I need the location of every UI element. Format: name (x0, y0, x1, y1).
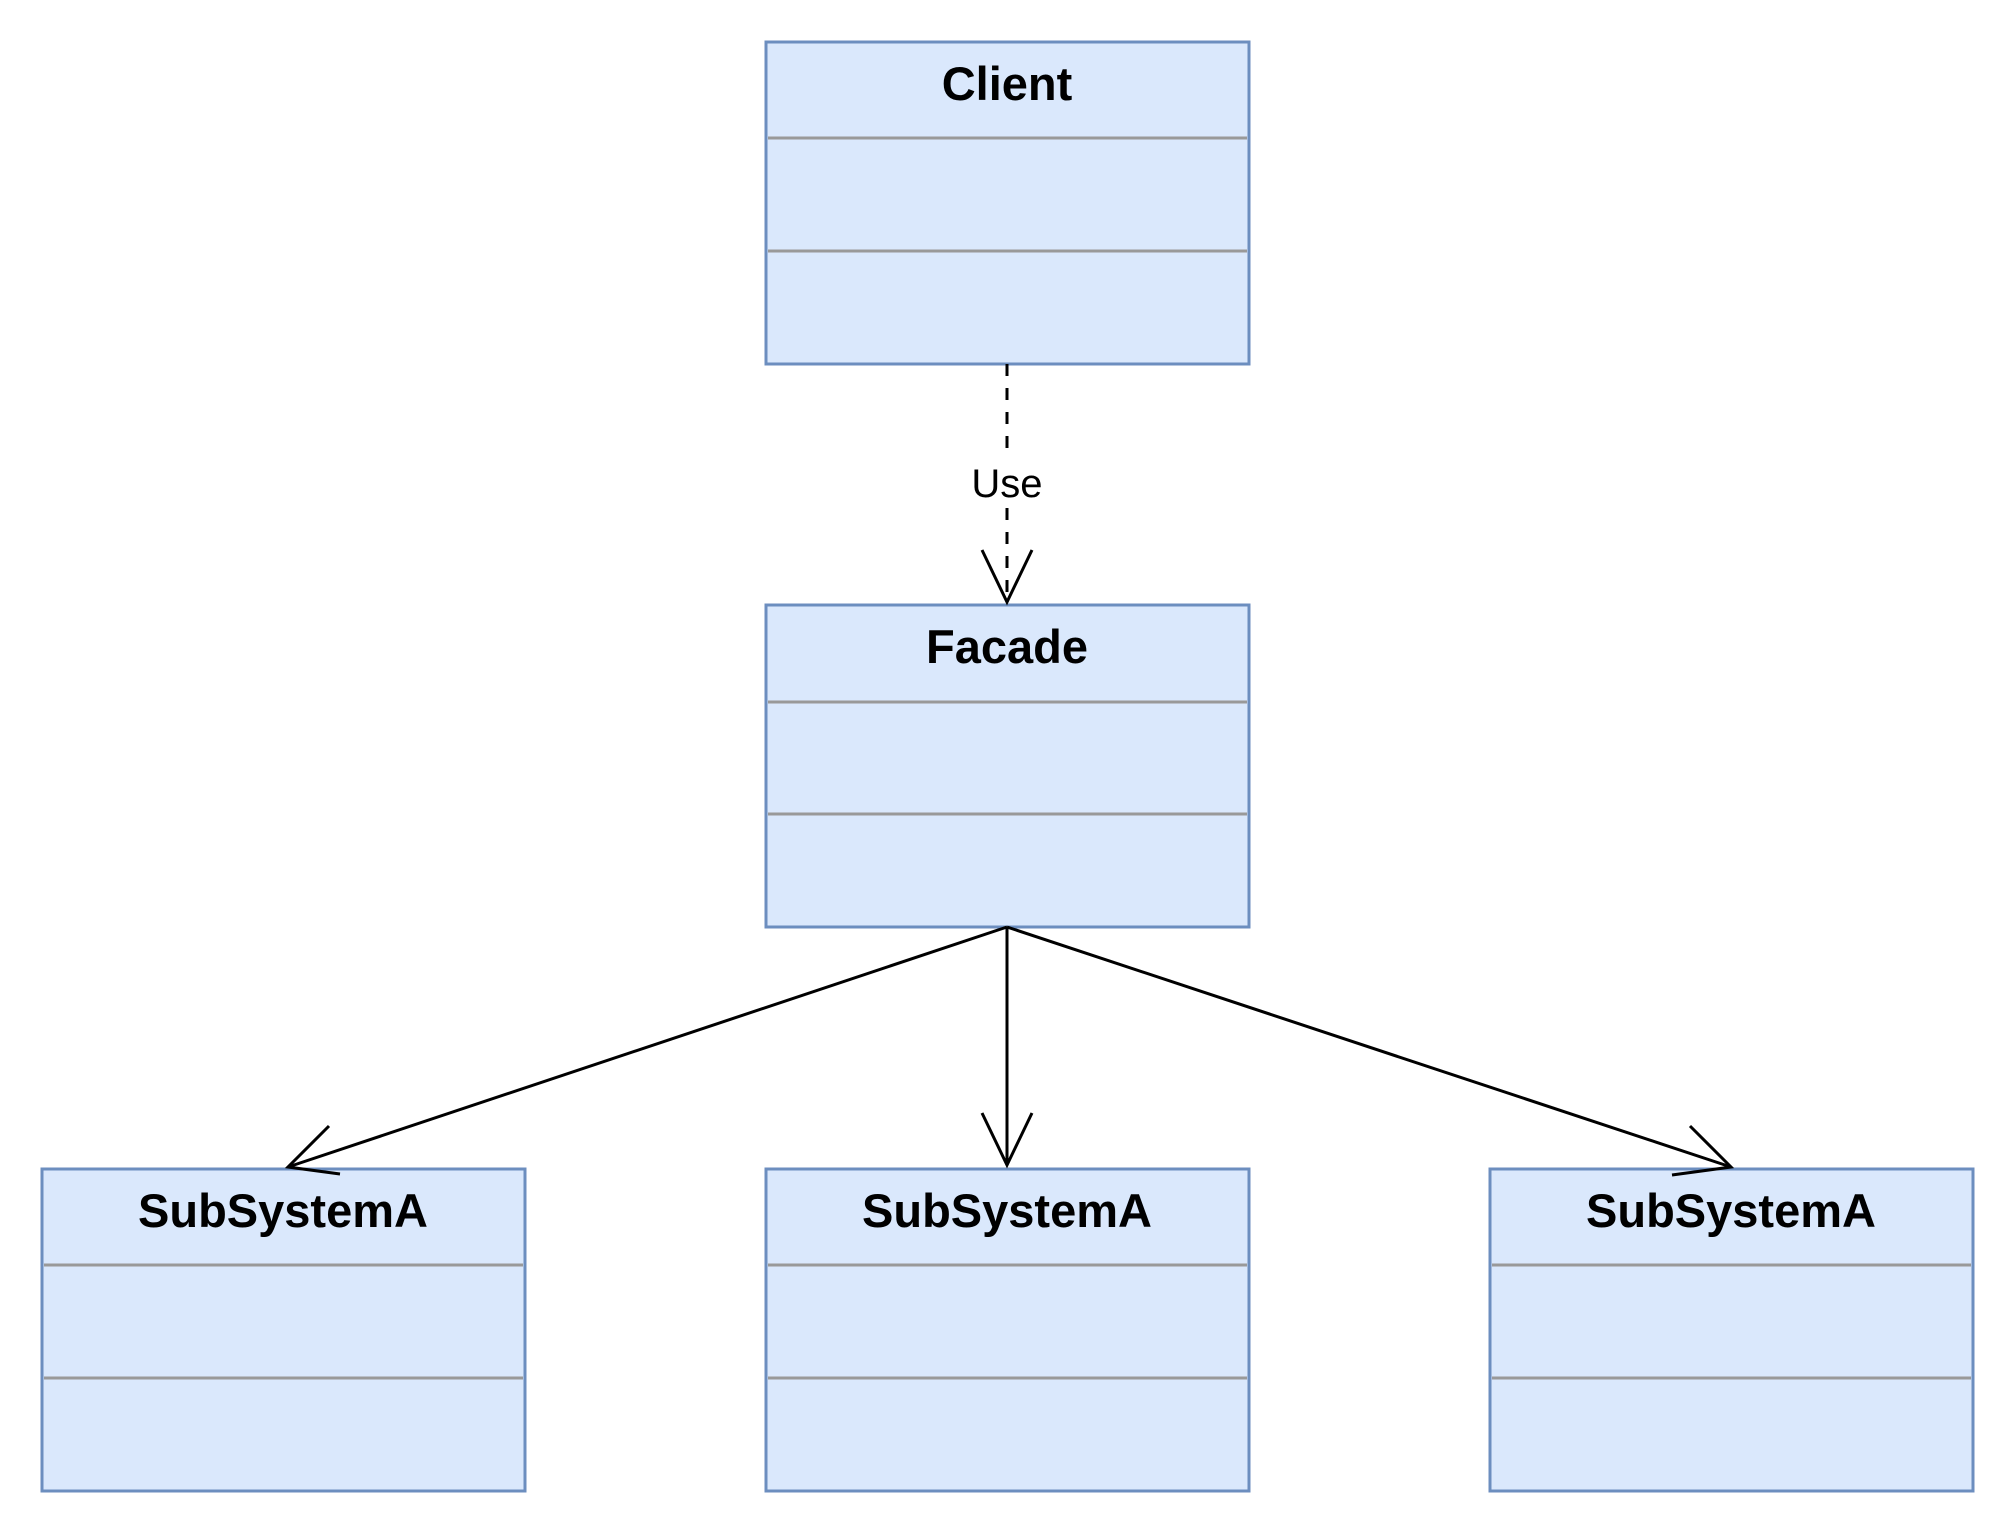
edge-client-facade-arrowhead (980, 549, 1034, 606)
class-facade-box (764, 603, 1251, 929)
class-facade[interactable]: Facade (764, 603, 1251, 929)
class-client-name: Client (942, 57, 1073, 110)
class-subsystem-center[interactable]: SubSystemA (764, 1167, 1251, 1493)
class-subsystem-right-box (1488, 1167, 1975, 1493)
class-subsystem-right-name: SubSystemA (1586, 1184, 1876, 1237)
edge-facade-subsystem-center-arrowhead (980, 1112, 1034, 1169)
edge-facade-subsystem-center[interactable] (980, 927, 1034, 1169)
edge-facade-subsystem-left-arrowhead (284, 1124, 341, 1176)
class-subsystem-center-box (764, 1167, 1251, 1493)
class-subsystem-left-name: SubSystemA (138, 1184, 428, 1237)
edge-client-facade-label: Use (971, 462, 1042, 506)
edge-facade-subsystem-right-line (1006, 925, 1732, 1169)
edge-facade-subsystem-left[interactable] (284, 925, 1008, 1176)
class-facade-name: Facade (926, 620, 1088, 673)
class-client[interactable]: Client (764, 40, 1251, 366)
class-subsystem-center-name: SubSystemA (862, 1184, 1152, 1237)
edge-facade-subsystem-right[interactable] (1006, 925, 1735, 1177)
class-client-box (764, 40, 1251, 366)
class-subsystem-left-box (40, 1167, 527, 1493)
class-subsystem-left[interactable]: SubSystemA (40, 1167, 527, 1493)
edge-facade-subsystem-right-arrowhead (1671, 1124, 1735, 1177)
class-subsystem-right[interactable]: SubSystemA (1488, 1167, 1975, 1493)
edge-client-facade-label-bg (968, 457, 1046, 505)
edge-facade-subsystem-left-line (287, 925, 1008, 1169)
edge-client-facade[interactable]: Use (968, 364, 1046, 606)
